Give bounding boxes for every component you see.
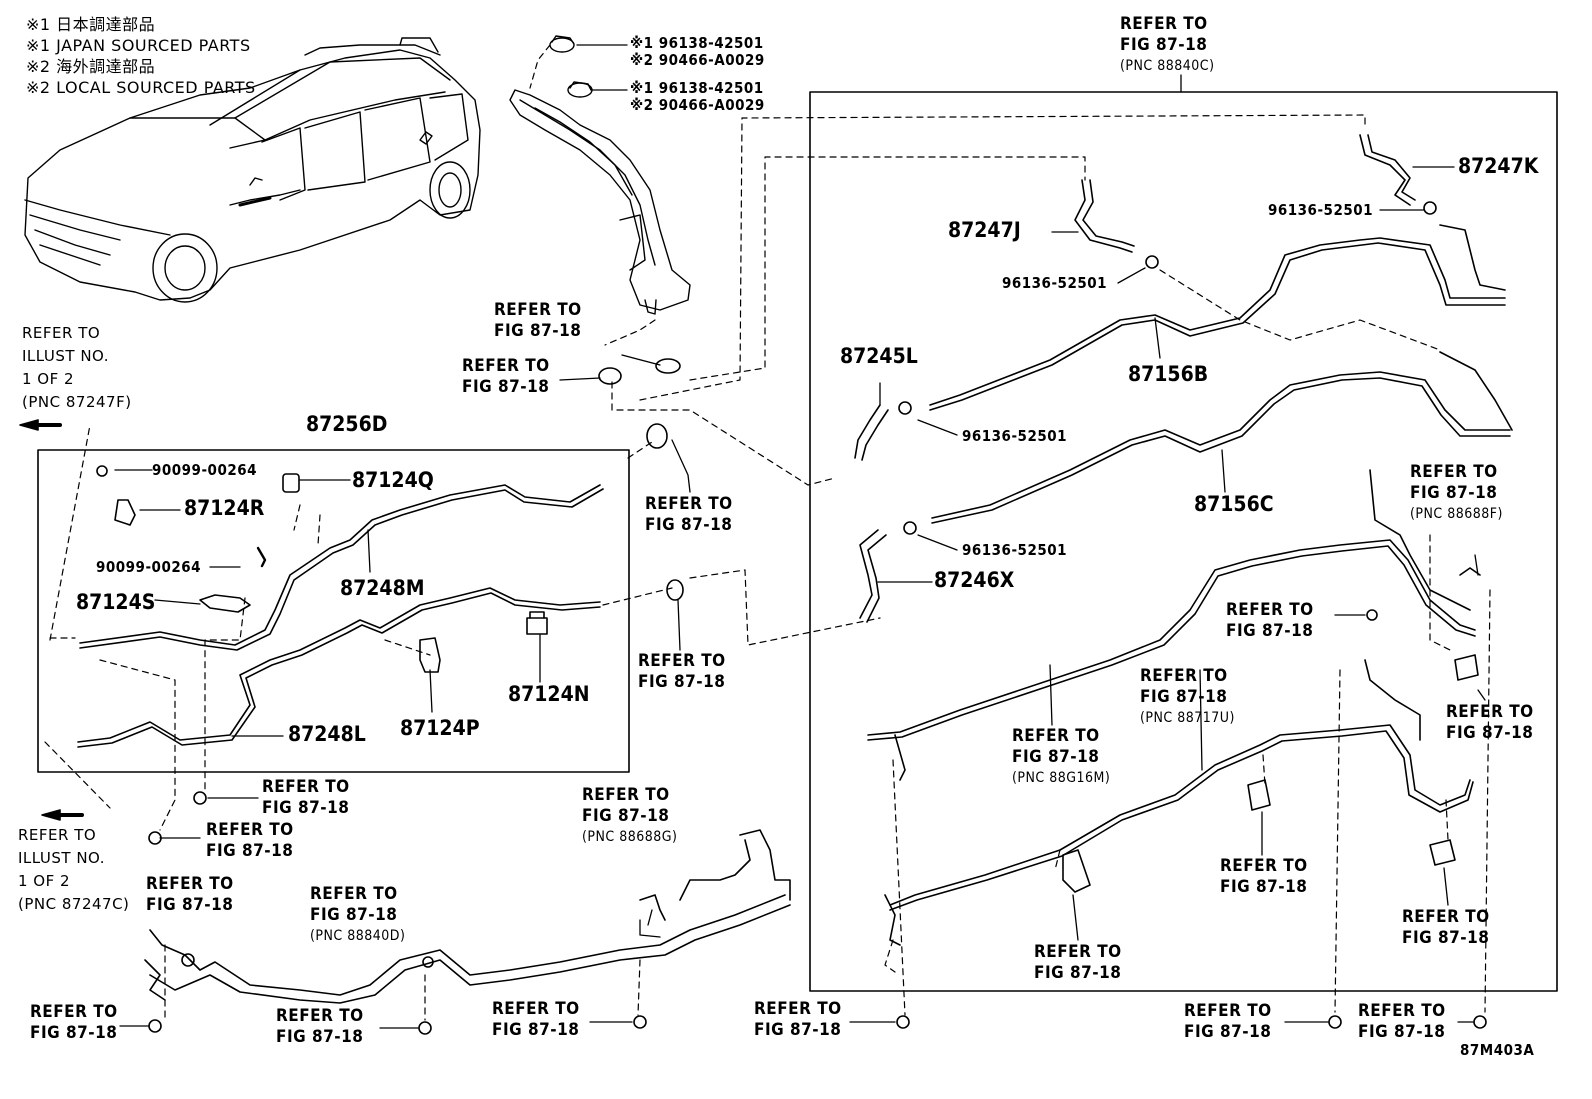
small-fittings-right	[1062, 567, 1481, 893]
part-87247k[interactable]: 87247K	[1458, 154, 1539, 178]
vehicle-illustration	[24, 37, 481, 303]
note-local-en: ※2 LOCAL SOURCED PARTS	[26, 78, 256, 97]
pipe-87156b	[929, 224, 1506, 411]
pipe-88g16m	[867, 469, 1476, 781]
pipe-88717u	[884, 659, 1474, 946]
clamp-ref-1b[interactable]: ※2 90466-A0029	[630, 51, 765, 69]
small-clip-87124n	[526, 611, 548, 635]
arrow-left-top	[19, 419, 62, 431]
part-87248m[interactable]: 87248M	[340, 576, 425, 600]
illustration-code: 87M403A	[1460, 1041, 1535, 1059]
hose-87246x	[859, 521, 917, 623]
part-87124s[interactable]: 87124S	[76, 590, 156, 614]
part-87124r[interactable]: 87124R	[184, 496, 265, 520]
part-96136-52501-d[interactable]: 96136-52501	[962, 541, 1067, 559]
note-japan-en: ※1 JAPAN SOURCED PARTS	[26, 36, 251, 55]
hose-87247j	[1074, 179, 1159, 269]
part-87256d[interactable]: 87256D	[306, 412, 388, 436]
clamp-ref-2a[interactable]: ※1 96138-42501	[630, 79, 764, 97]
clamp-87124r	[96, 465, 136, 526]
part-87246x[interactable]: 87246X	[934, 568, 1015, 592]
part-87124p[interactable]: 87124P	[400, 716, 480, 740]
part-87124q[interactable]: 87124Q	[352, 468, 434, 492]
upper-pipe-bracket-illustration	[509, 35, 691, 315]
assembly-87256d-box	[37, 449, 630, 773]
lower-pipe-assembly	[144, 829, 791, 1004]
pipe-87156c	[931, 351, 1513, 524]
part-87247j[interactable]: 87247J	[948, 218, 1021, 242]
note-local-jp: ※2 海外調達部品	[26, 57, 156, 76]
clamps-misc	[148, 358, 1487, 1035]
part-87156c[interactable]: 87156C	[1194, 492, 1274, 516]
hose-87247k	[1359, 134, 1437, 215]
dashed-guide-lines	[44, 44, 1491, 1021]
part-96136-52501-b[interactable]: 96136-52501	[1002, 274, 1107, 292]
clamp-87124s	[199, 546, 267, 613]
part-96136-52501-a[interactable]: 96136-52501	[1268, 201, 1373, 219]
note-japan-jp: ※1 日本調達部品	[26, 15, 156, 34]
clip-87124p	[419, 637, 441, 673]
clamp-ref-1a[interactable]: ※1 96138-42501	[630, 34, 764, 52]
part-96136-52501-c[interactable]: 96136-52501	[962, 427, 1067, 445]
part-87245l[interactable]: 87245L	[840, 344, 918, 368]
clamp-ref-2b[interactable]: ※2 90466-A0029	[630, 96, 765, 114]
pipe-87248m	[79, 484, 604, 651]
leader-lines	[114, 44, 1486, 1029]
clip-87124q	[282, 473, 300, 493]
part-87124n[interactable]: 87124N	[508, 682, 590, 706]
part-90099-00264-a[interactable]: 90099-00264	[152, 461, 257, 479]
arrow-left-bottom	[41, 809, 84, 821]
assembly-right-box	[809, 91, 1558, 992]
hose-87245l	[854, 401, 912, 461]
part-87248l[interactable]: 87248L	[288, 722, 366, 746]
part-90099-00264-b[interactable]: 90099-00264	[96, 558, 201, 576]
part-87156b[interactable]: 87156B	[1128, 362, 1209, 386]
